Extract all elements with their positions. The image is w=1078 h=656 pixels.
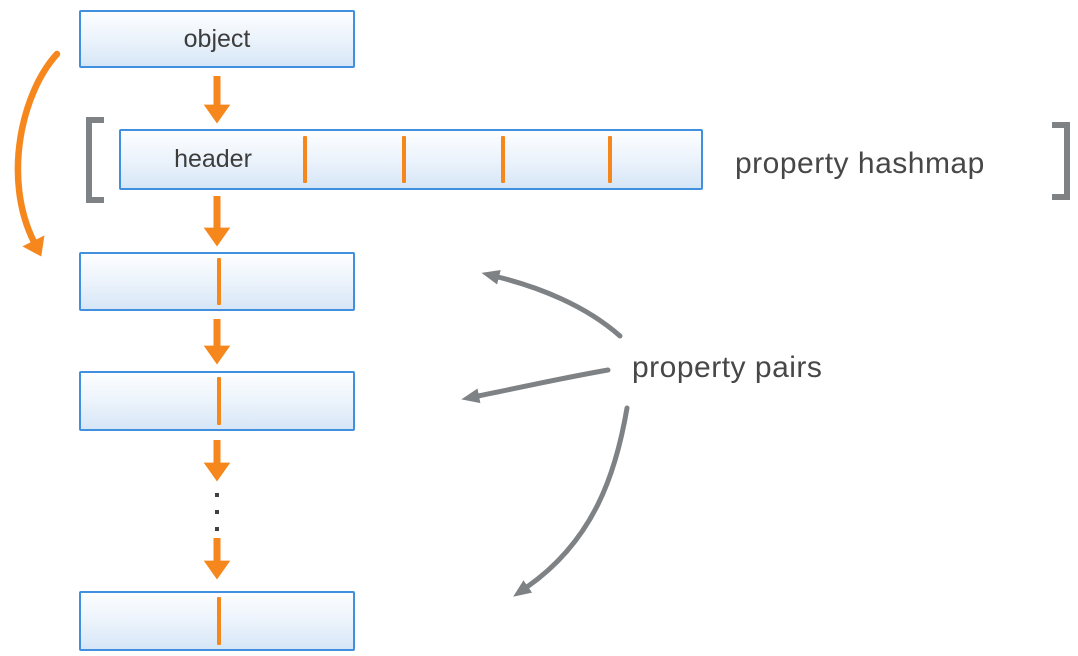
hashmap-slot-divider: [402, 136, 406, 183]
pairs-caption: property pairs: [632, 351, 823, 384]
pair-divider: [217, 258, 221, 305]
hashmap-bracket-right: [1052, 122, 1070, 200]
property-pair-box-1: [79, 252, 355, 311]
property-pair-box-3: [79, 591, 355, 651]
hashmap-header-label: header: [174, 145, 252, 173]
hashmap-bracket-left: [86, 117, 104, 203]
gray-arrow-to-pair1-icon: [481, 269, 623, 339]
hashmap-slot-divider: [303, 136, 307, 183]
object-box: object: [79, 10, 355, 68]
hashmap-slot-divider: [501, 136, 505, 183]
curved-arrow-object-to-pairs-icon: [14, 50, 61, 257]
pair-divider: [217, 597, 221, 645]
hashmap-slot-divider: [608, 136, 612, 183]
gray-arrow-to-pair3-icon: [513, 405, 630, 597]
property-hashmap-box: header: [119, 129, 703, 190]
object-box-label: object: [183, 24, 251, 53]
gray-arrow-to-pair2-icon: [461, 367, 611, 404]
property-pair-box-2: [79, 371, 355, 431]
hashmap-caption: property hashmap: [735, 147, 985, 180]
pair-divider: [217, 377, 221, 425]
